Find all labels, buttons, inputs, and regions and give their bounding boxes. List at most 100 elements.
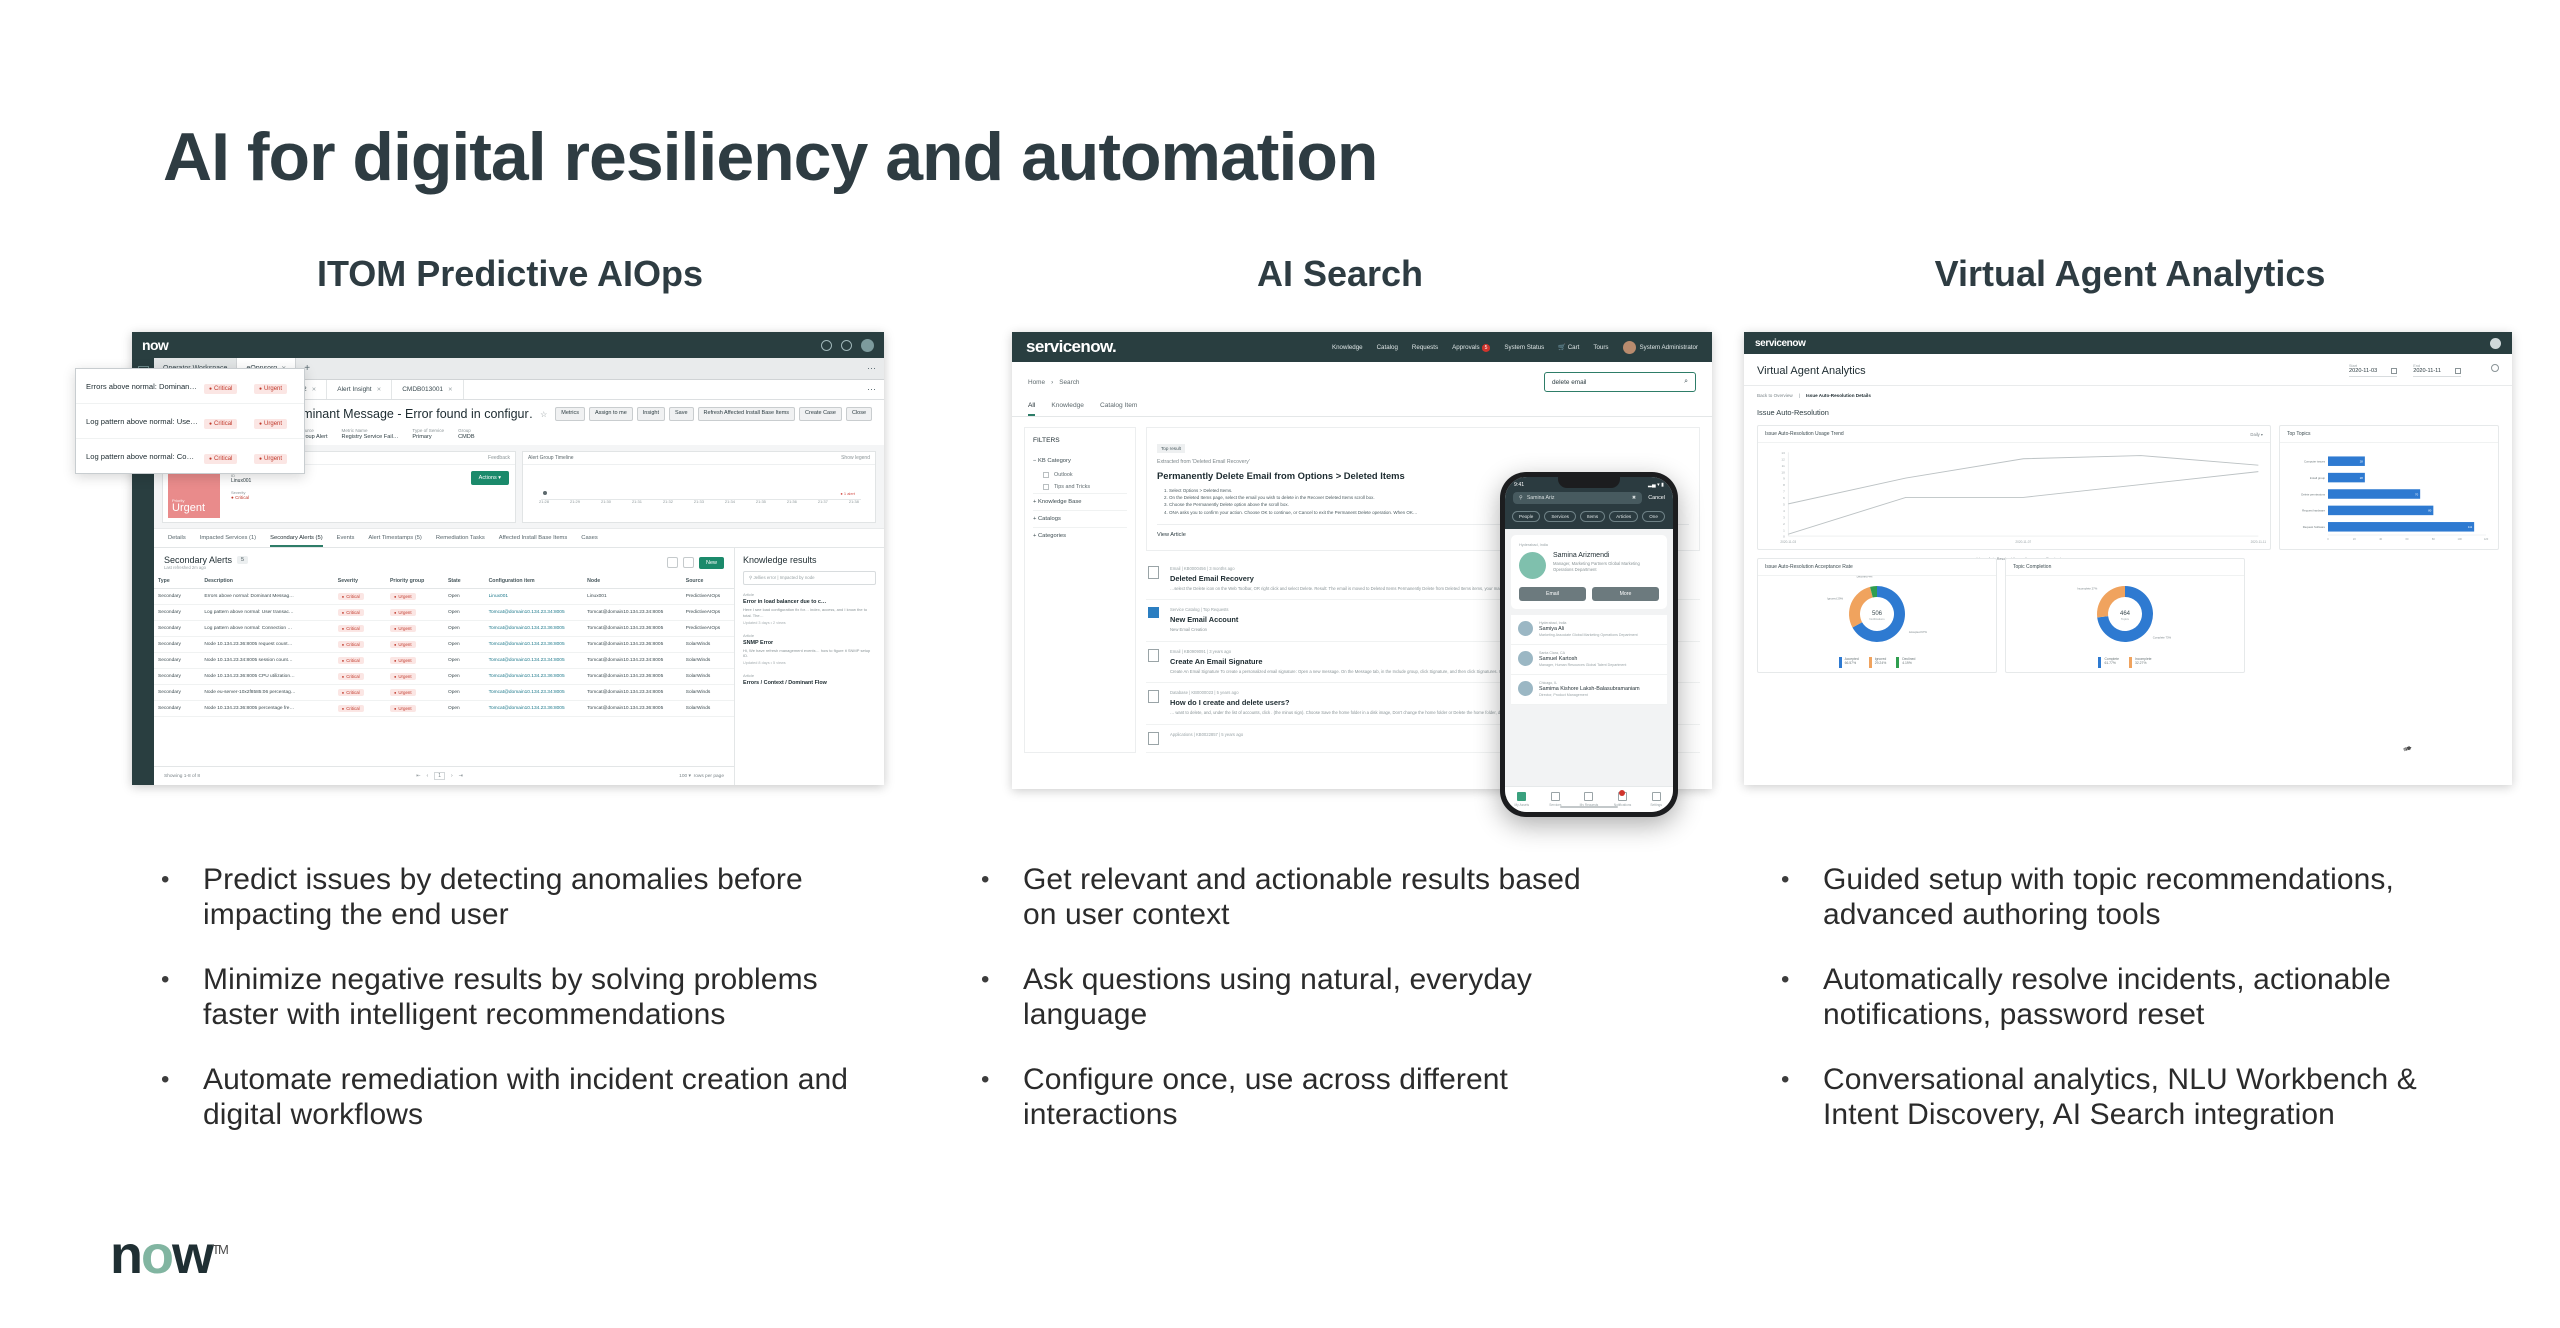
first-page-button[interactable]: ⇤ <box>416 773 421 779</box>
search-result-item[interactable]: Email | KB0909091 | 3 years ago Create A… <box>1146 642 1700 684</box>
column-header-node[interactable]: Node <box>583 574 682 589</box>
next-page-button[interactable]: › <box>450 773 453 779</box>
list-item[interactable]: Chicago, IL Samima Kishore Laksh-Balasub… <box>1511 675 1667 705</box>
close-icon[interactable]: ✕ <box>448 386 453 393</box>
subtabs-more-button[interactable]: ⋯ <box>867 384 876 394</box>
column-header-state[interactable]: State <box>443 574 485 589</box>
create-case-button[interactable]: Create Case <box>799 407 842 421</box>
nav-system-status[interactable]: System Status <box>1504 343 1545 351</box>
related-tab-details[interactable]: Details <box>168 535 186 541</box>
tab-catalog-item[interactable]: Catalog Item <box>1099 402 1138 409</box>
filter-group-kb-category[interactable]: − KB Category <box>1033 458 1071 464</box>
new-button[interactable]: New <box>698 556 724 569</box>
subtab-cmdb[interactable]: CMDB013001✕ <box>392 380 464 399</box>
search-icon[interactable]: ⌕ <box>1684 378 1688 385</box>
search-result-item[interactable]: Applications | KB0022857 | 5 years ago <box>1146 725 1700 753</box>
result-heading[interactable]: New Email Account <box>1170 615 1239 625</box>
column-header-type[interactable]: Type <box>154 574 201 589</box>
avatar[interactable] <box>2490 337 2501 349</box>
filter-group-categories[interactable]: + Categories <box>1033 527 1127 544</box>
checkbox[interactable] <box>1043 472 1049 478</box>
metrics-button[interactable]: Metrics <box>555 407 585 421</box>
refresh-icon[interactable] <box>666 557 678 568</box>
user-menu[interactable]: System Administrator <box>1622 340 1698 354</box>
feedback-link[interactable]: Feedback <box>488 455 510 461</box>
tab-settings[interactable]: Settings <box>1639 787 1673 812</box>
favorite-star-icon[interactable]: ☆ <box>540 409 548 419</box>
add-tab-button[interactable]: + <box>304 363 311 374</box>
avatar[interactable] <box>861 338 874 352</box>
tab-services[interactable]: Services <box>1539 787 1573 812</box>
filter-icon[interactable] <box>682 557 694 568</box>
refresh-affected-items-button[interactable]: Refresh Affected Install Base Items <box>697 407 796 421</box>
end-date-field[interactable]: End 2020-11-11 <box>2413 364 2461 377</box>
nav-tours[interactable]: Tours <box>1593 343 1609 351</box>
nav-catalog[interactable]: Catalog <box>1376 343 1398 351</box>
tab-notifications[interactable]: Notifications <box>1606 787 1640 812</box>
result-heading[interactable]: Deleted Email Recovery <box>1170 573 1254 583</box>
popup-row[interactable]: Log pattern above normal: Connection … C… <box>76 439 304 473</box>
related-tab-cases[interactable]: Cases <box>581 535 598 541</box>
close-button[interactable]: Close <box>845 407 872 421</box>
chip-one[interactable]: One <box>1642 511 1665 522</box>
close-icon[interactable]: ✕ <box>311 386 317 393</box>
list-item[interactable]: Hyderabad, India Samiya Ali Marketing As… <box>1511 615 1667 645</box>
save-button[interactable]: Save <box>669 407 694 421</box>
actions-button[interactable]: Actions ▾ <box>470 471 509 485</box>
calendar-icon[interactable] <box>2391 368 2398 374</box>
view-article-link[interactable]: View Article <box>1157 523 1689 538</box>
filter-group-knowledge-base[interactable]: + Knowledge Base <box>1033 493 1127 510</box>
prev-page-button[interactable]: ‹ <box>426 773 429 779</box>
nav-cart[interactable]: 🛒 Cart <box>1558 344 1580 351</box>
breadcrumb-home[interactable]: Home <box>1028 378 1046 386</box>
tab-all[interactable]: All <box>1028 402 1036 416</box>
popup-row[interactable]: Log pattern above normal: User transac… … <box>76 404 304 439</box>
chip-articles[interactable]: Articles <box>1609 511 1639 522</box>
related-tab-remediation-tasks[interactable]: Remediation Tasks <box>435 535 485 541</box>
start-date-field[interactable]: Start 2020-11-03 <box>2349 364 2398 377</box>
cancel-button[interactable]: Cancel <box>1648 495 1665 501</box>
gear-icon[interactable] <box>2491 364 2499 372</box>
filter-option-tips-and-tricks[interactable]: Tips and Tricks <box>1033 481 1127 493</box>
assign-to-me-button[interactable]: Assign to me <box>588 407 633 421</box>
search-icon[interactable] <box>821 339 832 351</box>
help-icon[interactable] <box>841 339 852 351</box>
list-item[interactable]: Santa Clara, CA Samuel Kartosh Manager, … <box>1511 645 1667 675</box>
chip-people[interactable]: People <box>1512 511 1541 522</box>
top-result-heading[interactable]: Permanently Delete Email from Options > … <box>1157 470 1405 481</box>
clear-icon[interactable]: ✖ <box>1631 495 1637 501</box>
nav-knowledge[interactable]: Knowledge <box>1331 343 1363 351</box>
nav-requests[interactable]: Requests <box>1411 343 1439 351</box>
column-header-configuration-item[interactable]: Configuration item <box>484 574 584 589</box>
filter-option-outlook[interactable]: Outlook <box>1033 469 1127 481</box>
chip-items[interactable]: Items <box>1579 511 1606 522</box>
search-result-item[interactable]: Email | KB0000456 | 3 months ago Deleted… <box>1146 559 1700 601</box>
back-to-overview-link[interactable]: Back to Overview <box>1757 393 1793 398</box>
calendar-icon[interactable] <box>2455 368 2461 374</box>
rows-per-page[interactable]: 100 ▾ rows per page <box>679 773 724 779</box>
more-button[interactable]: More <box>1592 587 1659 601</box>
filter-group-catalogs[interactable]: + Catalogs <box>1033 510 1127 527</box>
result-heading[interactable]: Create An Email Signature <box>1170 656 1263 666</box>
phone-search-input[interactable]: ⚲ Samina Ariz ✖ <box>1513 492 1643 504</box>
related-tab-events[interactable]: Events <box>336 535 355 541</box>
column-header-severity[interactable]: Severity <box>333 574 386 589</box>
knowledge-search-input[interactable]: ⚲ Jellies error | Impacted by node <box>743 571 876 585</box>
knowledge-item[interactable]: Article SNMP Error Hi, We have refresh m… <box>743 633 876 666</box>
knowledge-item[interactable]: Article Error in load balancer due to c…… <box>743 592 876 625</box>
related-tab-secondary-alerts[interactable]: Secondary Alerts (5) <box>270 535 323 547</box>
email-button[interactable]: Email <box>1519 587 1586 601</box>
popup-row[interactable]: Errors above normal: Dominant Messag… Cr… <box>76 369 304 404</box>
related-tab-affected-install-base[interactable]: Affected Install Base Items <box>498 535 568 541</box>
current-page[interactable]: 1 <box>434 772 445 780</box>
search-input[interactable]: delete email ⌕ <box>1544 372 1696 392</box>
insight-button[interactable]: Insight <box>636 407 665 421</box>
